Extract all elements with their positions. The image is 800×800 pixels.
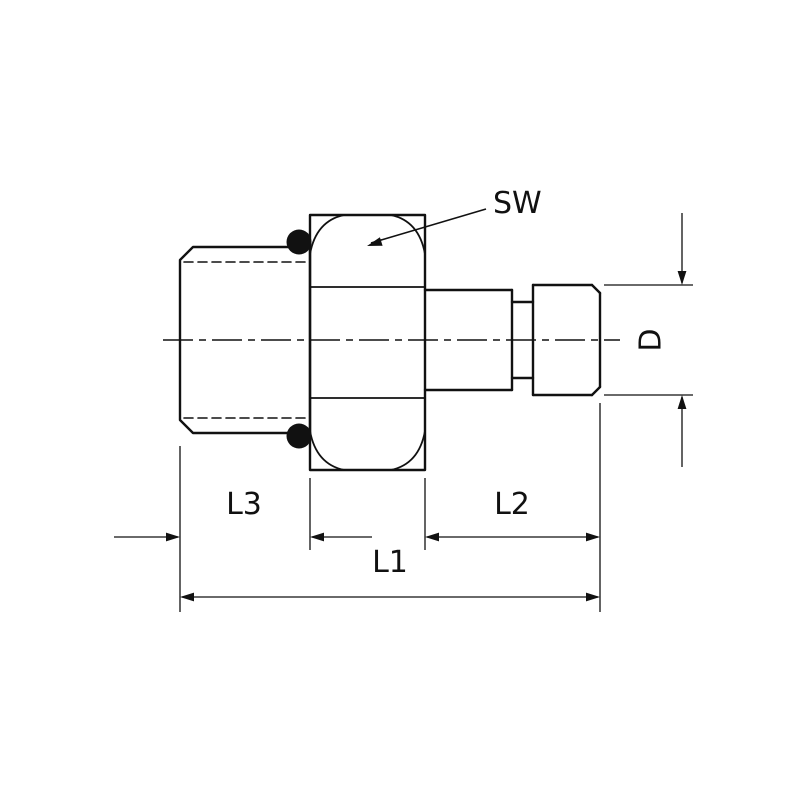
sw-leader-line — [370, 208, 487, 244]
dimension-l2-group: L2 — [425, 487, 600, 542]
label-l2: L2 — [494, 487, 530, 522]
l2-arrow-right — [586, 532, 600, 542]
l1-arrow-right — [586, 592, 600, 602]
label-l1: L1 — [372, 545, 408, 580]
dimension-l1-group: L1 — [180, 545, 600, 602]
extension-lines-group — [179, 403, 601, 612]
dimension-d-group: D — [604, 213, 693, 467]
l3-arrow-right — [310, 532, 324, 542]
l2-arrow-left — [425, 532, 439, 542]
fitting-outline-group — [178, 213, 602, 472]
sw-leader-group: SW — [367, 186, 542, 246]
hex-chamfer-bottom-left — [309, 430, 345, 471]
d-arrow-bottom — [677, 395, 687, 409]
l3-arrow-left — [166, 532, 180, 542]
label-d: D — [634, 328, 669, 351]
seal-ring-top — [286, 229, 312, 255]
plug-tip-chamfer-bottom — [590, 385, 602, 397]
dimension-l3-group: L3 — [114, 487, 372, 542]
l1-arrow-left — [180, 592, 194, 602]
plug-tip-chamfer-top — [590, 283, 602, 295]
label-sw: SW — [493, 186, 542, 221]
sw-leader-arrowhead — [367, 237, 383, 246]
label-l3: L3 — [226, 487, 262, 522]
d-arrow-top — [677, 271, 687, 285]
hex-body-outline — [308, 213, 427, 472]
hex-chamfer-top-left — [309, 214, 345, 255]
seal-ring-bottom — [286, 423, 312, 449]
hex-chamfer-bottom-right — [390, 430, 426, 471]
hex-chamfer-top-right — [390, 214, 426, 255]
